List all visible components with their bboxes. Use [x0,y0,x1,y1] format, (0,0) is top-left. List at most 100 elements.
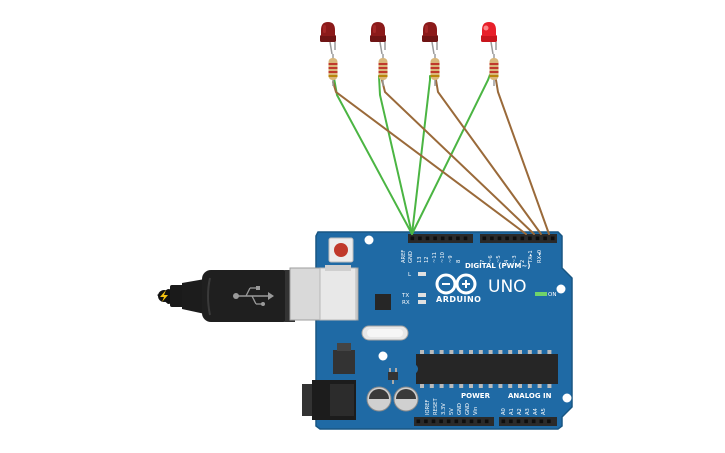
led-indicator-tx: TX [401,293,426,299]
signal-wire[interactable] [332,81,527,235]
digital-header-label: DIGITAL (PWM~) [465,262,530,270]
led-3[interactable] [422,22,438,55]
resistor-2[interactable] [378,54,388,86]
pin-label-9: ~6 [488,255,494,263]
ground-wire[interactable] [333,77,413,235]
pin-label-2: 13 [417,256,423,263]
pin-label-12: ~3 [512,255,518,263]
analog-pin-label-3: A3 [525,408,531,415]
header-pin[interactable] [439,419,443,424]
power-header[interactable] [414,417,494,426]
header-pin[interactable] [425,236,430,241]
pin-label-1: GND [408,251,414,263]
crystal-oscillator [361,325,409,341]
power-pin-label-2: 3.3V [441,403,447,415]
reset-button[interactable] [328,237,354,263]
header-pin[interactable] [448,236,453,241]
analog-header-label: ANALOG IN [508,392,552,400]
analog-header[interactable] [499,417,557,426]
header-pin[interactable] [531,419,536,424]
header-pin[interactable] [539,419,544,424]
header-pin[interactable] [456,236,460,241]
signal-wire[interactable] [381,79,535,235]
pin-label-7: 8 [456,260,462,263]
ground-wire[interactable] [411,75,431,235]
header-pin[interactable] [416,419,421,424]
ground-wire[interactable] [378,75,413,235]
power-pin-label-1: RESET [433,398,439,415]
header-pin[interactable] [535,236,540,241]
power-pin-label-6: Vin [473,407,479,415]
led-1[interactable] [320,22,336,55]
pin-label-3: 12 [424,256,430,263]
header-pin[interactable] [528,236,532,241]
digital-header[interactable] [408,234,557,243]
analog-pin-label-5: A5 [541,408,547,415]
mount-hole [364,235,374,245]
capacitor [366,386,392,412]
header-pin[interactable] [477,419,481,424]
mount-hole [556,284,566,294]
wires [332,71,550,235]
header-pin[interactable] [497,236,502,241]
header-pin[interactable] [482,236,487,241]
header-pin[interactable] [431,419,436,424]
header-pin[interactable] [509,419,513,424]
power-bolt-icon [158,290,170,302]
pin-label-8: 7 [480,260,486,263]
header-pin[interactable] [516,419,521,424]
header-pin[interactable] [424,419,428,424]
power-pin-label-5: GND [465,403,471,415]
header-pin[interactable] [550,236,555,241]
header-pin[interactable] [410,236,415,241]
header-pin[interactable] [512,236,517,241]
header-pin[interactable] [454,419,459,424]
pin-label-5: ~10 [440,252,446,263]
atmega-chip [416,350,558,388]
usb-symbol-icon [233,286,274,306]
header-pin[interactable] [543,236,547,241]
header-pin[interactable] [505,236,509,241]
brand-label: ARDUINO [436,295,481,304]
resistor-3[interactable] [430,54,440,86]
header-pin[interactable] [440,236,445,241]
header-pin[interactable] [484,419,489,424]
transistor [388,368,398,384]
header-pin[interactable] [463,236,468,241]
capacitor [393,386,419,412]
resistor-4[interactable] [489,54,499,86]
signal-wire[interactable] [495,79,550,235]
mount-hole [562,393,572,403]
arduino-board[interactable]: L TX RX ARDUINO UNO ON DIGITAL (PWM~) PO… [289,231,573,430]
power-on-indicator: ON [535,292,556,298]
mount-hole [378,351,388,361]
pin-label-4: ~11 [432,252,438,263]
ground-wire[interactable] [411,71,492,235]
signal-wire[interactable] [435,79,542,235]
dc-power-jack[interactable] [302,380,356,420]
header-pin[interactable] [547,419,551,424]
header-pin[interactable] [490,236,494,241]
usb-cable[interactable] [157,270,295,322]
header-pin[interactable] [433,236,437,241]
usb-port[interactable] [289,265,359,321]
on-label: ON [548,292,556,298]
led-2[interactable] [370,22,386,55]
analog-pin-label-4: A4 [533,407,539,415]
pin-label-6: ~9 [448,255,454,263]
header-pin[interactable] [418,236,422,241]
header-pin[interactable] [469,419,474,424]
led-label-rx: RX [402,300,410,306]
header-pin[interactable] [446,419,451,424]
header-pin[interactable] [520,236,525,241]
header-pin[interactable] [462,419,466,424]
power-pin-label-4: GND [457,403,463,415]
usb-controller-chip [375,294,391,310]
header-pin[interactable] [501,419,506,424]
model-label: UNO [488,277,527,297]
resistor-1[interactable] [328,54,338,86]
led-4[interactable] [481,22,497,55]
header-pin[interactable] [524,419,528,424]
pin-label-13: 2 [520,260,526,263]
